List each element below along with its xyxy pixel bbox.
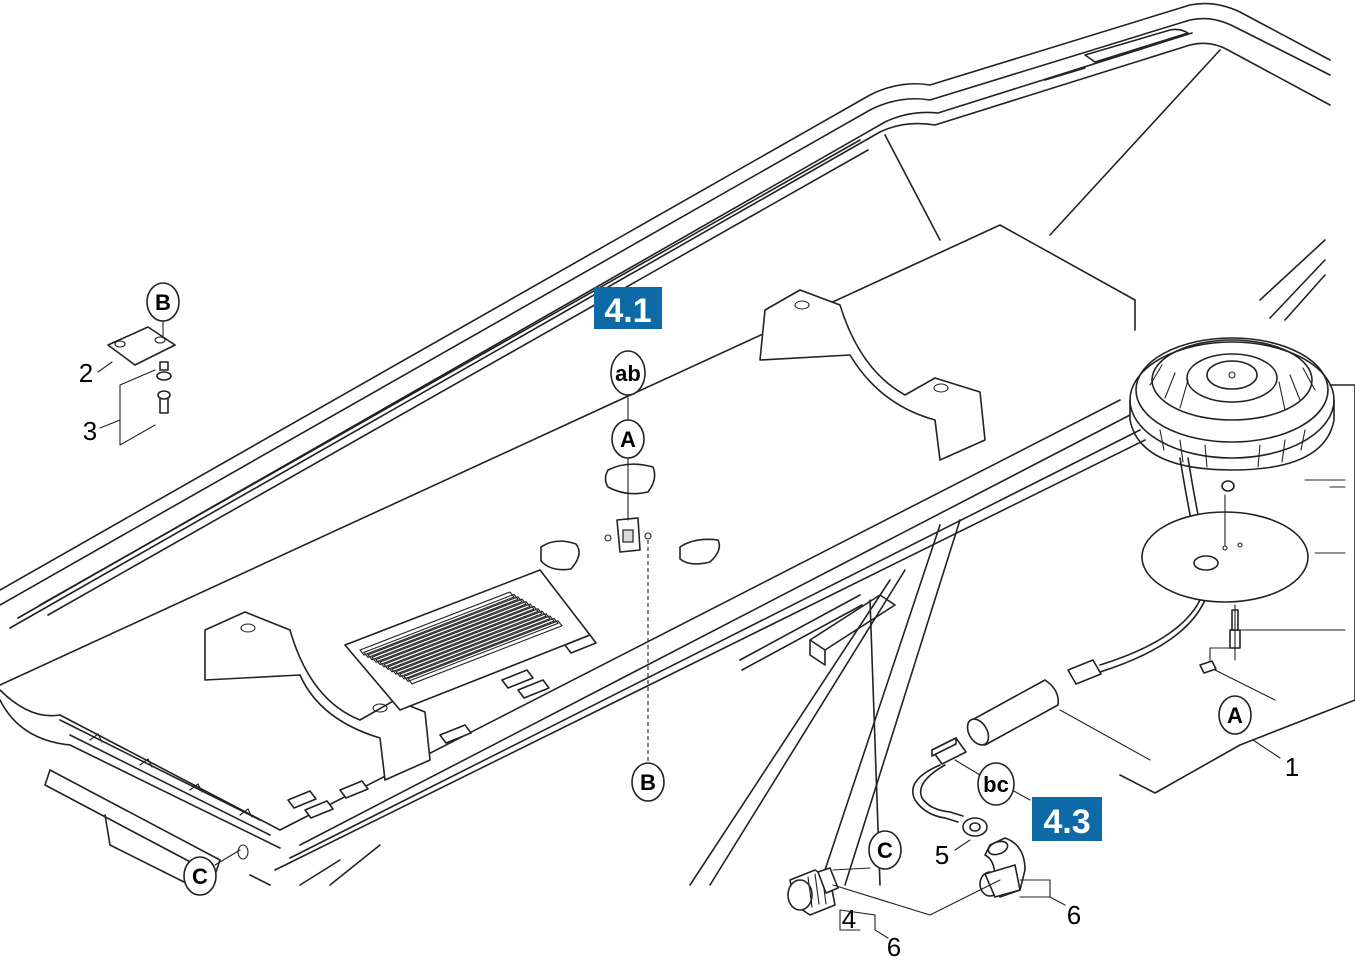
fan-assembly bbox=[1067, 337, 1355, 794]
vent-slat bbox=[363, 593, 519, 659]
vent-slat bbox=[395, 612, 551, 678]
callout-bc: bc bbox=[977, 762, 1015, 806]
part-number-6-elbow: 6 bbox=[1067, 900, 1081, 930]
part-number-5: 5 bbox=[935, 840, 949, 870]
callout-C-left: C bbox=[183, 844, 249, 896]
callout-ab-text: ab bbox=[615, 361, 641, 386]
callout-B-bottom: B bbox=[631, 762, 665, 802]
section-badge-4-1[interactable]: 4.1 bbox=[594, 287, 662, 330]
section-badge-4-3[interactable]: 4.3 bbox=[1032, 797, 1102, 841]
chassis-frame bbox=[0, 2, 1331, 886]
callout-A-mid: A bbox=[611, 419, 645, 459]
vent-slat bbox=[391, 610, 547, 675]
vent-slat bbox=[371, 598, 527, 663]
part-number-6-gland: 6 bbox=[887, 932, 901, 962]
connector-socket bbox=[604, 397, 652, 770]
callout-A-right: A bbox=[1218, 695, 1252, 735]
vent-slat bbox=[407, 620, 563, 685]
section-badge-4-3-text: 4.3 bbox=[1043, 803, 1090, 841]
part-number-4: 4 bbox=[842, 904, 856, 934]
part-number-3: 3 bbox=[83, 416, 97, 446]
cover-plate-and-screws bbox=[97, 317, 176, 446]
vent-slat bbox=[383, 605, 539, 671]
vent-slat bbox=[375, 600, 531, 666]
saddle-block-upper bbox=[759, 289, 986, 461]
part-number-2: 2 bbox=[79, 358, 93, 388]
callout-C-bottom: C bbox=[868, 830, 902, 870]
vent-slat bbox=[359, 591, 515, 656]
vent-slat bbox=[403, 617, 559, 683]
callout-B-bottom-text: B bbox=[640, 770, 656, 795]
section-badge-4-1-text: 4.1 bbox=[604, 292, 651, 330]
vent-slat bbox=[367, 596, 523, 661]
callout-B-top: B bbox=[146, 282, 180, 322]
tube-and-wiring bbox=[912, 679, 1151, 823]
callout-C-bottom-text: C bbox=[877, 838, 893, 863]
saddle-block-lower bbox=[204, 611, 431, 781]
callout-ab: ab bbox=[610, 350, 646, 396]
circuit-board bbox=[287, 569, 597, 819]
callout-A-right-text: A bbox=[1227, 703, 1243, 728]
part-number-1: 1 bbox=[1285, 752, 1299, 782]
fittings bbox=[787, 789, 1066, 939]
vent-slat bbox=[399, 615, 555, 680]
callout-C-left-text: C bbox=[192, 864, 208, 889]
callout-B-top-text: B bbox=[155, 290, 171, 315]
foot-pads bbox=[540, 463, 721, 571]
vent-slat bbox=[387, 608, 543, 673]
callout-bc-text: bc bbox=[983, 772, 1009, 797]
vent-slat bbox=[379, 603, 535, 668]
callout-A-mid-text: A bbox=[620, 427, 636, 452]
